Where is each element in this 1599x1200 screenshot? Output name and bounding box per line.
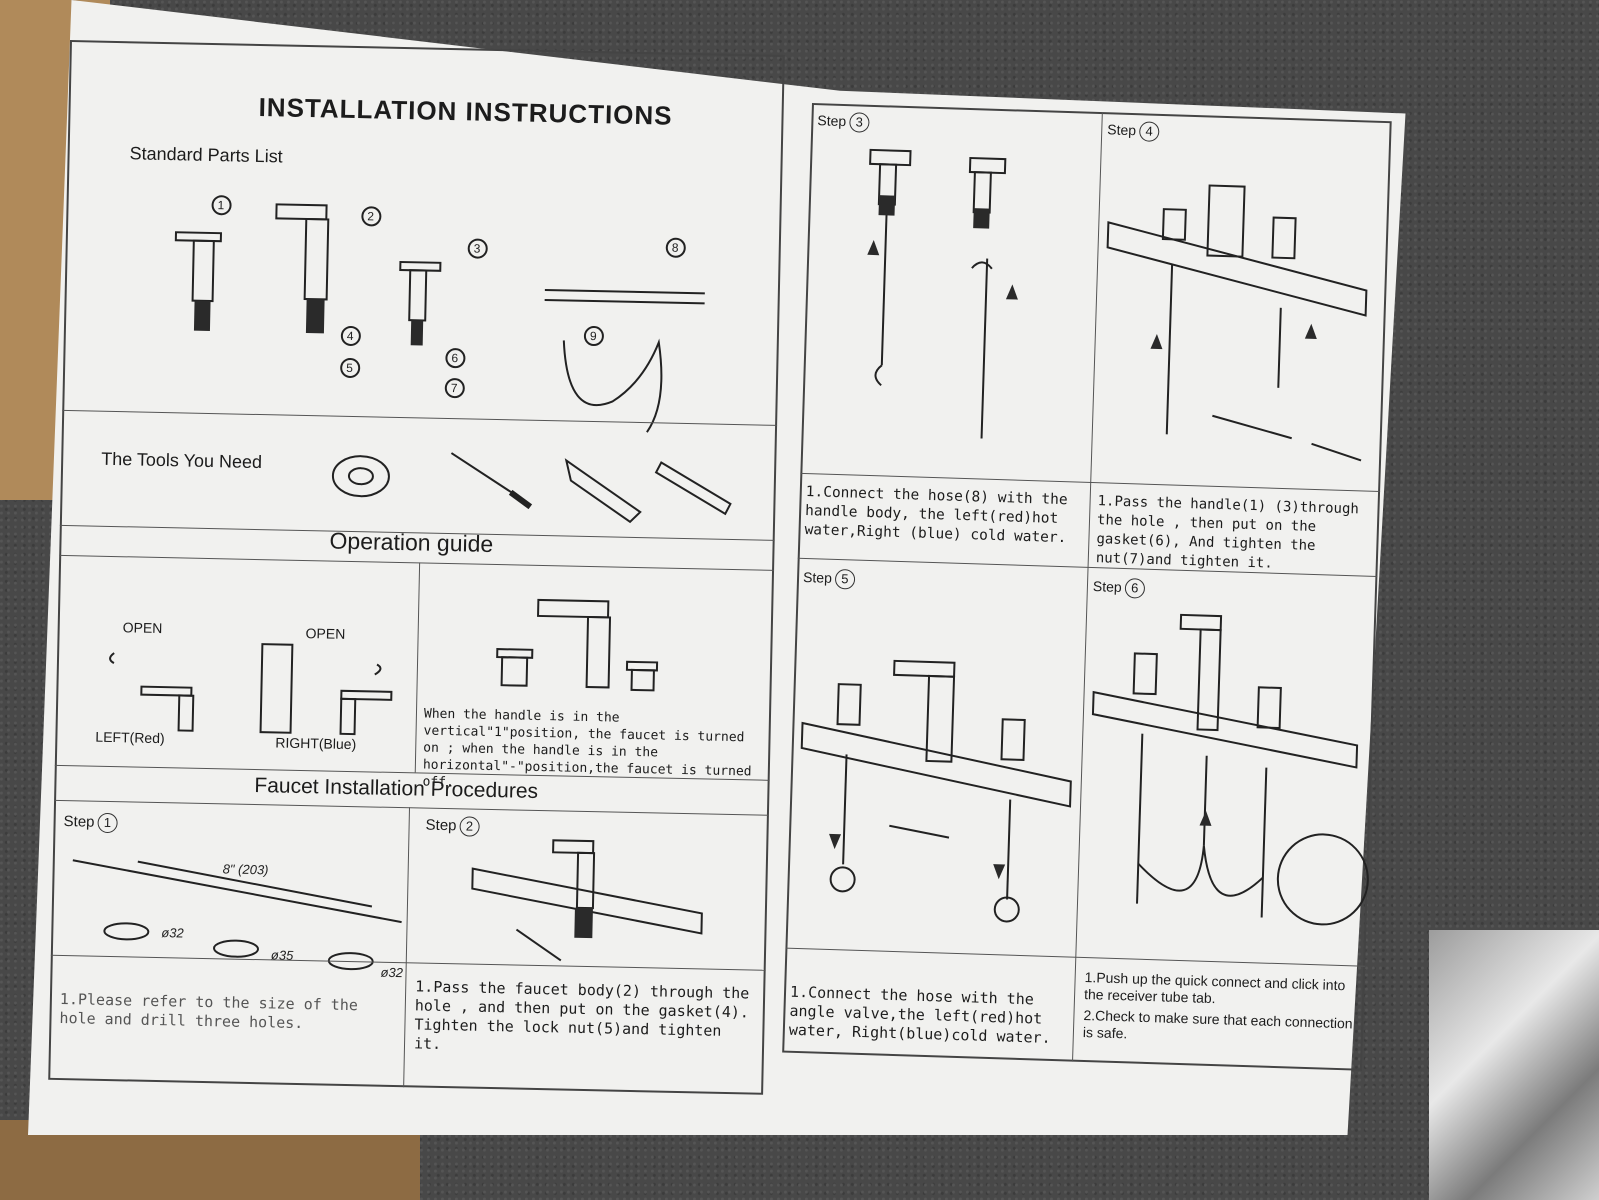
part-label-9: 9 [590, 329, 597, 343]
left-red-label: LEFT(Red) [95, 728, 165, 747]
step4-handle-illustration [1106, 184, 1368, 462]
step-word: Step [1107, 121, 1137, 139]
step1-hole-diagram: 8" (203) ø32 ø35 ø32 [72, 859, 404, 980]
open-left-label: OPEN [122, 619, 163, 637]
step-word: Step [802, 568, 833, 586]
step-word: Step [817, 112, 847, 130]
step1-number: 1 [97, 812, 118, 834]
step6-quick-connect-illustration [1091, 613, 1369, 926]
step4-number: 4 [1138, 121, 1160, 142]
handle-operation-illustration [109, 643, 393, 736]
step1-text: 1.Please refer to the size of the hole a… [59, 990, 359, 1033]
right-blue-label: RIGHT(Blue) [275, 734, 357, 753]
step-word: Step [63, 813, 95, 831]
part-label-6: 6 [451, 351, 458, 365]
step2-number: 2 [459, 816, 480, 837]
step3-text: 1.Connect the hose(8) with the handle bo… [804, 484, 1068, 547]
faucet-set-illustration [496, 598, 659, 692]
dim-35: ø35 [271, 947, 294, 962]
step2-text: 1.Pass the faucet body(2) through the ho… [413, 977, 750, 1053]
left-page: INSTALLATION INSTRUCTIONS Standard Parts… [48, 40, 785, 1095]
step3-number: 3 [848, 112, 870, 133]
part-label-3: 3 [474, 242, 481, 256]
packaging-plastic [1429, 930, 1599, 1200]
step6-number: 6 [1124, 578, 1146, 599]
part-label-7: 7 [451, 381, 458, 395]
step4-text: 1.Pass the handle(1) (3)through the hole… [1095, 493, 1360, 572]
step2-faucet-mount [471, 839, 703, 962]
dim-32-left: ø32 [161, 925, 184, 940]
dim-8-inch: 8" (203) [223, 861, 269, 877]
open-right-label: OPEN [305, 625, 346, 642]
dim-32-right: ø32 [380, 965, 403, 980]
step3-hose-illustration [867, 148, 1018, 439]
operation-heading: Operation guide [329, 527, 494, 557]
part-label-1: 1 [217, 198, 224, 212]
part-label-4: 4 [347, 329, 354, 343]
tools-heading: The Tools You Need [101, 448, 263, 473]
part-label-8: 8 [672, 241, 679, 255]
part-label-2: 2 [367, 209, 374, 223]
parts-illustration: 1 2 3 4 5 6 7 8 9 [174, 195, 705, 433]
step-word: Step [1092, 578, 1123, 595]
part-label-5: 5 [346, 361, 353, 375]
tools-illustration [331, 452, 732, 524]
step5-text: 1.Connect the hose with the angle valve,… [788, 982, 1051, 1047]
step5-number: 5 [834, 568, 856, 590]
step-word: Step [425, 816, 457, 835]
step5-valve-illustration [800, 659, 1072, 923]
parts-heading: Standard Parts List [129, 143, 283, 167]
